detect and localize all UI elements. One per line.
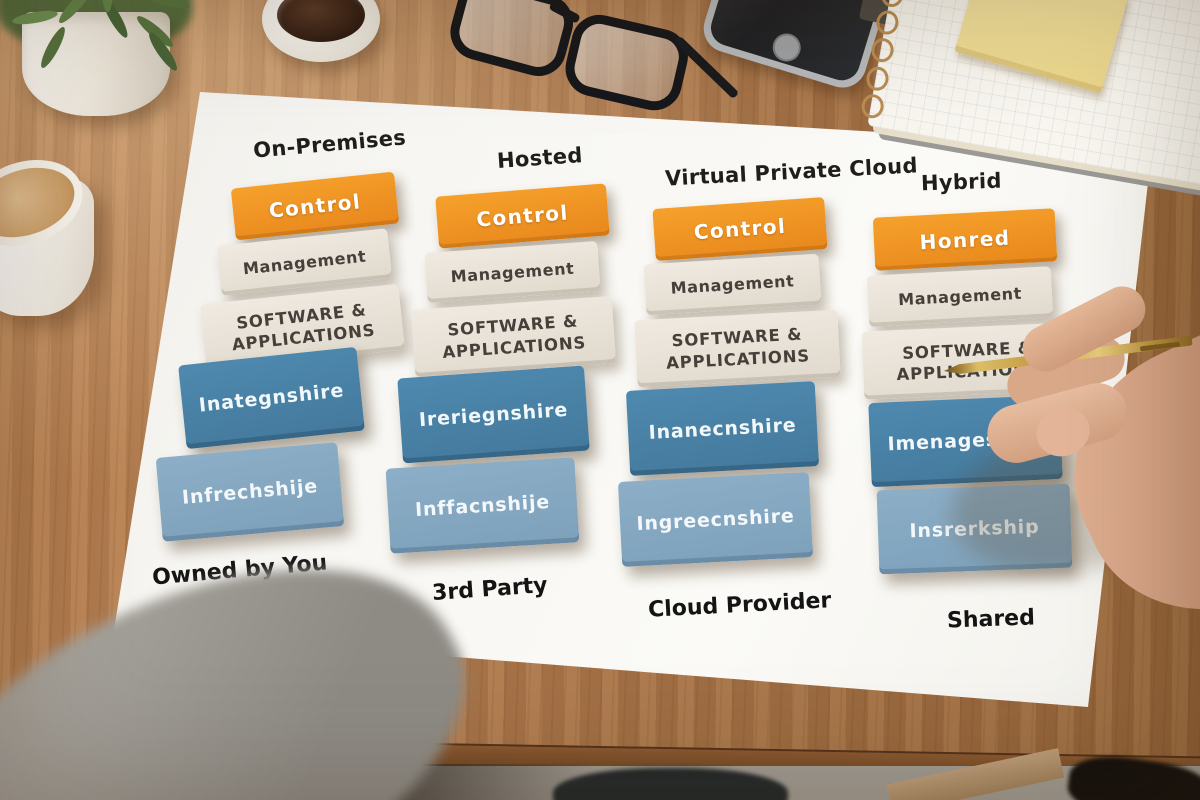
latte-cup <box>0 145 106 321</box>
block-infrastructure: Infrechshije <box>155 442 345 542</box>
block-infrastructure: Ingreecnshire <box>617 472 814 567</box>
block-software-applications: SOFTWARE & APPLICATIONS <box>410 296 617 377</box>
block-management: Management <box>643 253 822 316</box>
column-title-hybrid: Hybrid <box>920 168 1003 196</box>
block-networking: Ireriegnshire <box>397 365 590 464</box>
espresso-coffee <box>277 0 365 42</box>
eyeglasses-right-lens <box>559 9 694 116</box>
block-infrastructure: Inffacnshije <box>385 457 580 554</box>
espresso-cup <box>262 0 380 62</box>
block-control: Honred <box>872 208 1058 271</box>
block-management: Management <box>866 266 1054 327</box>
owner-label-shared: Shared <box>946 605 1036 634</box>
person-knee <box>553 768 788 800</box>
block-networking: Inanecnshire <box>625 381 820 476</box>
potted-plant <box>0 0 217 135</box>
block-software-applications: SOFTWARE & APPLICATIONS <box>634 309 841 388</box>
